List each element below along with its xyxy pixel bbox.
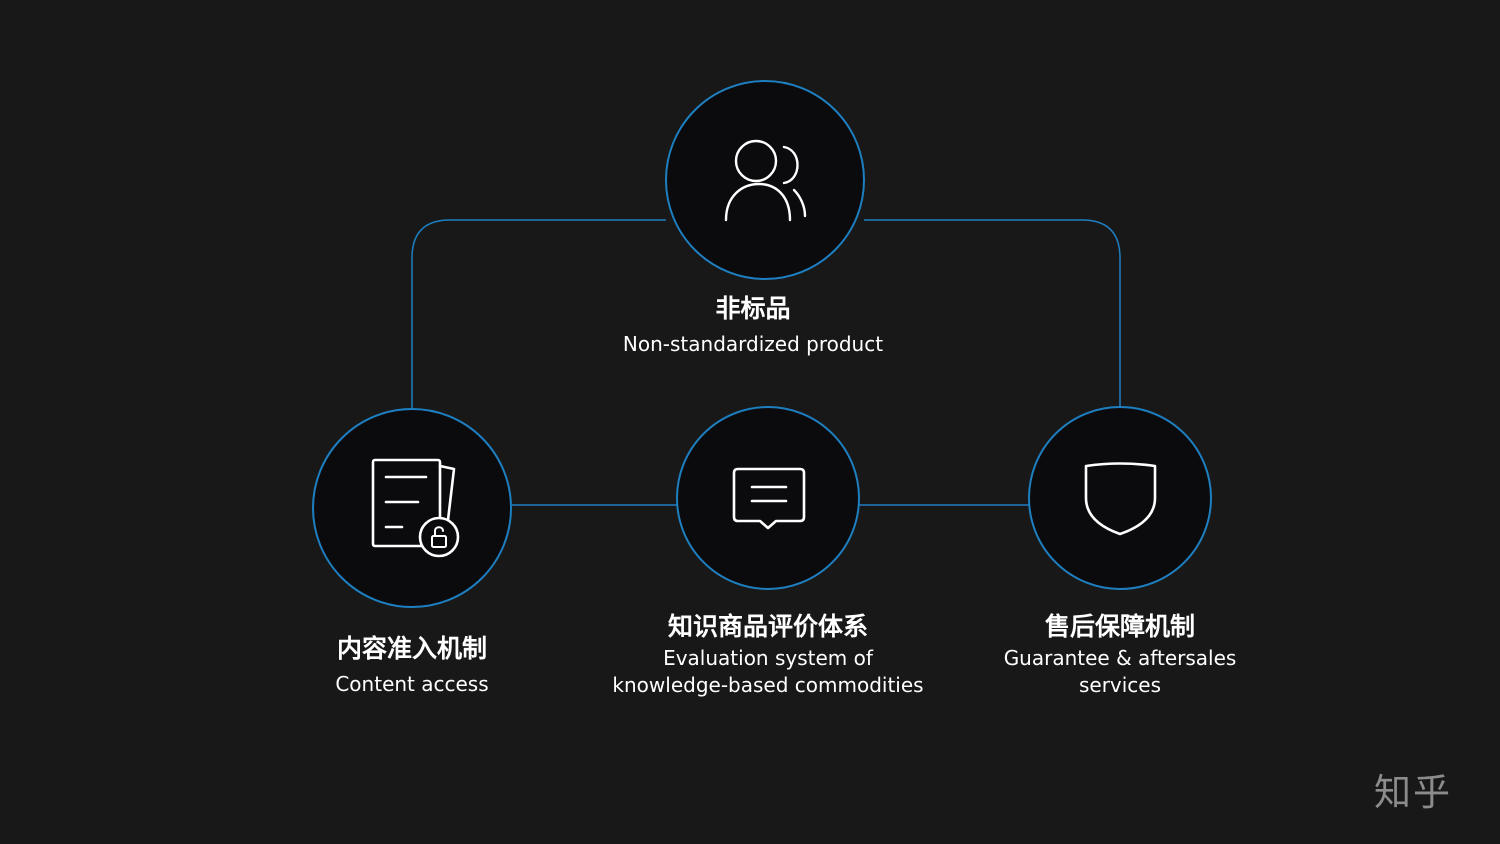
node-middle — [676, 406, 860, 590]
node-left-circle — [312, 408, 512, 608]
node-right-title: 售后保障机制 — [1044, 612, 1195, 641]
node-middle-label: 知识商品评价体系 Evaluation system of knowledge-… — [593, 611, 943, 699]
node-left-subtitle: Content access — [335, 672, 489, 696]
shield-icon — [1084, 462, 1157, 536]
connector-top-right — [864, 219, 1121, 408]
node-middle-circle — [676, 406, 860, 590]
message-icon — [732, 467, 806, 530]
node-left — [312, 408, 512, 608]
node-middle-subtitle-line2: knowledge-based commodities — [612, 673, 924, 697]
node-top-title: 非标品 — [715, 294, 791, 323]
zhihu-watermark: 知乎 — [1374, 771, 1452, 814]
node-top — [665, 80, 865, 280]
connector-top-left — [411, 219, 666, 408]
node-right-circle — [1028, 406, 1212, 590]
node-left-label: 内容准入机制 Content access — [262, 633, 562, 698]
node-top-label: 非标品 Non-standardized product — [600, 293, 906, 358]
node-right — [1028, 406, 1212, 590]
document-lock-icon — [371, 458, 460, 558]
node-left-title: 内容准入机制 — [336, 634, 487, 663]
node-middle-title: 知识商品评价体系 — [667, 612, 868, 641]
node-top-subtitle: Non-standardized product — [622, 332, 884, 356]
node-right-subtitle-line2: services — [1078, 673, 1162, 697]
node-right-label: 售后保障机制 Guarantee & aftersales services — [985, 611, 1255, 699]
node-middle-subtitle-line1: Evaluation system of — [663, 646, 873, 670]
node-right-subtitle-line1: Guarantee & aftersales — [1003, 646, 1237, 670]
users-icon — [724, 139, 807, 222]
